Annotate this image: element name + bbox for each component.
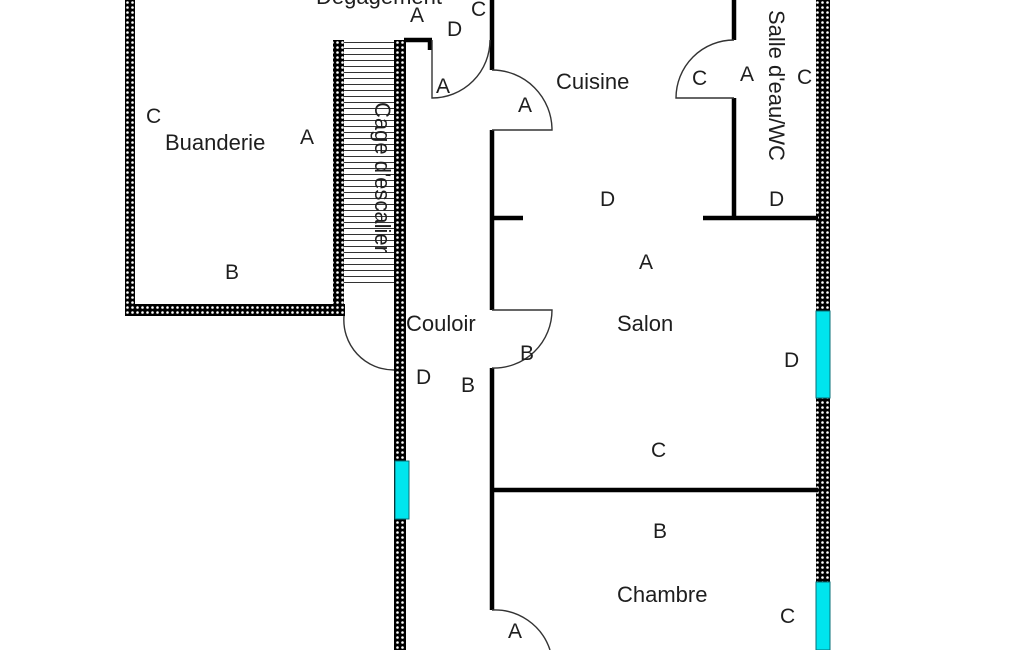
chambre-door[interactable] bbox=[491, 609, 551, 650]
cuisine-door[interactable] bbox=[491, 69, 553, 131]
windows bbox=[394, 310, 831, 650]
room-label-salle-deau: Salle d'eau/WC bbox=[764, 10, 789, 161]
salon-door[interactable] bbox=[491, 309, 553, 369]
wall-letter: B bbox=[461, 374, 475, 397]
room-label-chambre: Chambre bbox=[617, 582, 707, 607]
wall-letter: C bbox=[146, 105, 161, 128]
wall-letter: A bbox=[410, 4, 424, 27]
chambre-window bbox=[815, 581, 831, 650]
wall-letter: B bbox=[653, 520, 667, 543]
corridor-window bbox=[394, 460, 410, 520]
stair-left-wall bbox=[333, 40, 344, 316]
wall-letter: A bbox=[300, 126, 314, 149]
partitions bbox=[404, 0, 818, 610]
doors bbox=[343, 39, 735, 650]
wall-letter: C bbox=[692, 67, 707, 90]
buanderie-door[interactable] bbox=[343, 315, 395, 371]
room-label-cuisine: Cuisine bbox=[556, 69, 629, 94]
wall-letter: A bbox=[639, 251, 653, 274]
wall-letter: A bbox=[436, 75, 450, 98]
wall-letter: C bbox=[797, 66, 812, 89]
wall-letter: A bbox=[740, 63, 754, 86]
room-label-buanderie: Buanderie bbox=[165, 130, 265, 155]
wall-letter: D bbox=[600, 188, 615, 211]
wall-letter: D bbox=[447, 18, 462, 41]
salon-window bbox=[815, 310, 831, 399]
sdb-door[interactable] bbox=[675, 39, 735, 99]
staircase bbox=[344, 40, 394, 288]
wall-letter: B bbox=[225, 261, 239, 284]
room-label-cage-escalier: Cage d'escalier bbox=[370, 102, 395, 253]
wall-letter: D bbox=[769, 188, 784, 211]
wall-letter: D bbox=[416, 366, 431, 389]
wall-letters: C A B A D C A A D C A C D A B D C D B B … bbox=[146, 0, 812, 643]
wall-letter: A bbox=[518, 94, 532, 117]
buanderie-left-wall bbox=[125, 0, 135, 316]
buanderie-bottom-wall bbox=[125, 304, 345, 316]
room-label-salon: Salon bbox=[617, 311, 673, 336]
wall-letter: D bbox=[784, 349, 799, 372]
wall-letter: A bbox=[508, 620, 522, 643]
wall-letter: B bbox=[520, 342, 534, 365]
wall-letter: C bbox=[471, 0, 486, 21]
room-label-degagement: Dégagement bbox=[316, 0, 442, 9]
wall-letter: C bbox=[780, 605, 795, 628]
wall-letter: C bbox=[651, 439, 666, 462]
room-label-couloir: Couloir bbox=[406, 311, 476, 336]
degagement-door[interactable] bbox=[431, 39, 491, 99]
room-labels: Dégagement Cuisine Salle d'eau/WC Buande… bbox=[165, 0, 789, 607]
